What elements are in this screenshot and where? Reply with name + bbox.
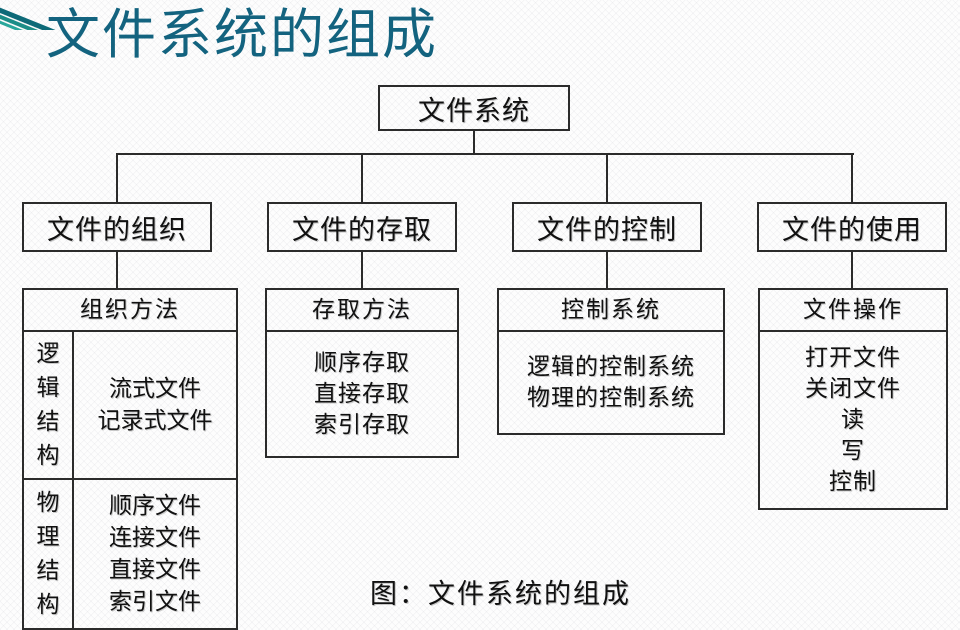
connector-drop-4 (851, 153, 853, 202)
list-item: 打开文件 (805, 344, 901, 371)
node-file-organization-label: 文件的组织 (47, 214, 187, 246)
list-item: 顺序存取 (314, 349, 410, 376)
connector-drop-2 (361, 153, 363, 202)
list-item: 直接存取 (314, 380, 410, 407)
list-item: 顺序文件 (109, 493, 201, 519)
list-item: 读 (841, 406, 865, 433)
list-item: 写 (841, 437, 865, 464)
matrix-label-char: 结 (36, 558, 60, 584)
panel-access: 存取方法 顺序存取 直接存取 索引存取 (265, 288, 459, 458)
matrix-cell-logical: 流式文件 记录式文件 (74, 332, 236, 478)
list-item: 连接文件 (109, 525, 201, 551)
matrix-cell-physical: 顺序文件 连接文件 直接文件 索引文件 (74, 480, 236, 628)
list-item: 记录式文件 (97, 408, 213, 434)
connector-detail-drop-1 (116, 252, 118, 288)
panel-organization-header: 组织方法 (24, 290, 236, 332)
connector-drop-3 (606, 153, 608, 202)
matrix-label-char: 理 (36, 524, 60, 550)
node-file-access-label: 文件的存取 (292, 214, 432, 246)
panel-access-header: 存取方法 (267, 290, 457, 332)
node-file-usage: 文件的使用 (757, 202, 947, 252)
list-item: 关闭文件 (805, 375, 901, 402)
matrix-label-char: 逻 (36, 341, 60, 367)
panel-organization: 组织方法 逻 辑 结 构 流式文件 记录式文件 物 理 结 构 顺序文件 连 (22, 288, 238, 630)
figure-caption: 图：文件系统的组成 (370, 579, 631, 610)
matrix-row-logical: 逻 辑 结 构 流式文件 记录式文件 (24, 332, 236, 478)
connector-drop-1 (116, 153, 118, 202)
node-file-control: 文件的控制 (512, 202, 702, 252)
node-file-usage-label: 文件的使用 (782, 214, 922, 246)
matrix-label-logical: 逻 辑 结 构 (24, 332, 74, 478)
matrix-label-char: 辑 (36, 375, 60, 401)
panel-usage-body: 打开文件 关闭文件 读 写 控制 (760, 332, 946, 508)
panel-control-body: 逻辑的控制系统 物理的控制系统 (499, 332, 723, 433)
matrix-row-physical: 物 理 结 构 顺序文件 连接文件 直接文件 索引文件 (24, 478, 236, 628)
node-root-label: 文件系统 (418, 95, 530, 127)
page-title: 文件系统的组成 (46, 3, 438, 66)
list-item: 直接文件 (109, 557, 201, 583)
list-item: 流式文件 (109, 376, 201, 402)
list-item: 控制 (829, 468, 877, 495)
connector-detail-drop-3 (606, 252, 608, 288)
matrix-label-char: 构 (36, 443, 60, 469)
matrix-label-physical: 物 理 结 构 (24, 480, 74, 628)
list-item: 索引文件 (109, 589, 201, 615)
connector-bus (117, 153, 854, 155)
panel-control: 控制系统 逻辑的控制系统 物理的控制系统 (497, 288, 725, 435)
list-item: 物理的控制系统 (527, 384, 695, 411)
node-file-organization: 文件的组织 (22, 202, 212, 252)
node-file-access: 文件的存取 (267, 202, 457, 252)
matrix-label-char: 结 (36, 409, 60, 435)
list-item: 逻辑的控制系统 (527, 353, 695, 380)
list-item: 索引存取 (314, 411, 410, 438)
panel-access-body: 顺序存取 直接存取 索引存取 (267, 332, 457, 456)
matrix-label-char: 构 (36, 592, 60, 618)
connector-detail-drop-4 (851, 252, 853, 288)
panel-usage: 文件操作 打开文件 关闭文件 读 写 控制 (758, 288, 948, 510)
node-root: 文件系统 (378, 85, 570, 131)
node-file-control-label: 文件的控制 (537, 214, 677, 246)
panel-usage-header: 文件操作 (760, 290, 946, 332)
panel-control-header: 控制系统 (499, 290, 723, 332)
connector-detail-drop-2 (361, 252, 363, 288)
connector-root-stem (473, 131, 475, 155)
matrix-label-char: 物 (36, 490, 60, 516)
